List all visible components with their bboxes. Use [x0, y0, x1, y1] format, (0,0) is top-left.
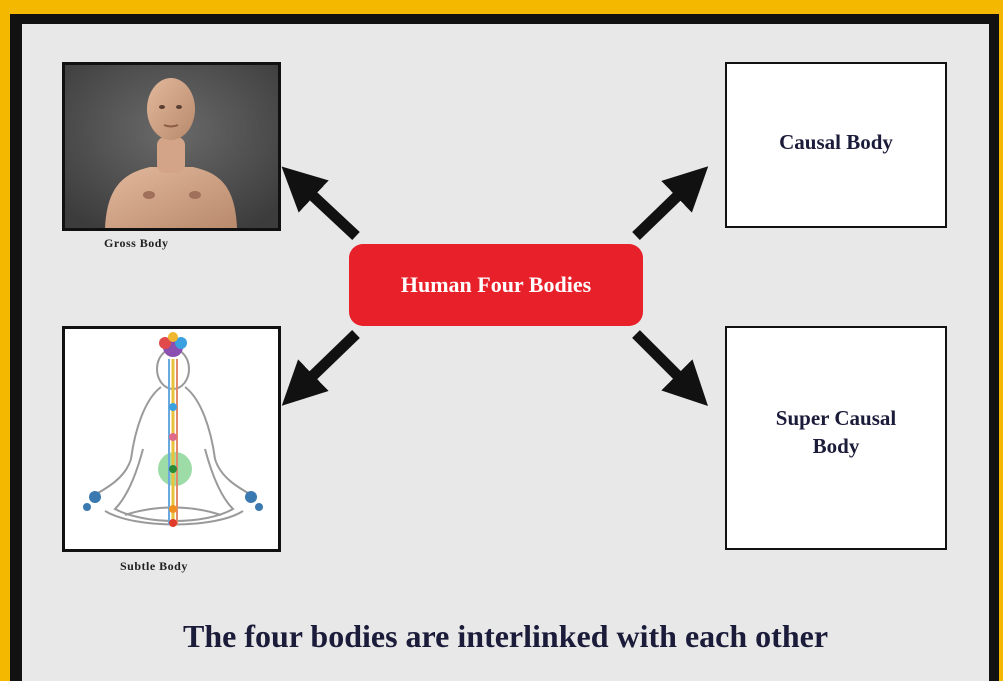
center-node: Human Four Bodies: [349, 244, 643, 326]
footer-caption: The four bodies are interlinked with eac…: [22, 618, 989, 655]
arrow-to-supercausal: [636, 334, 694, 392]
arrow-to-gross: [296, 180, 356, 236]
arrow-to-subtle: [296, 334, 356, 392]
arrow-to-causal: [636, 180, 694, 236]
